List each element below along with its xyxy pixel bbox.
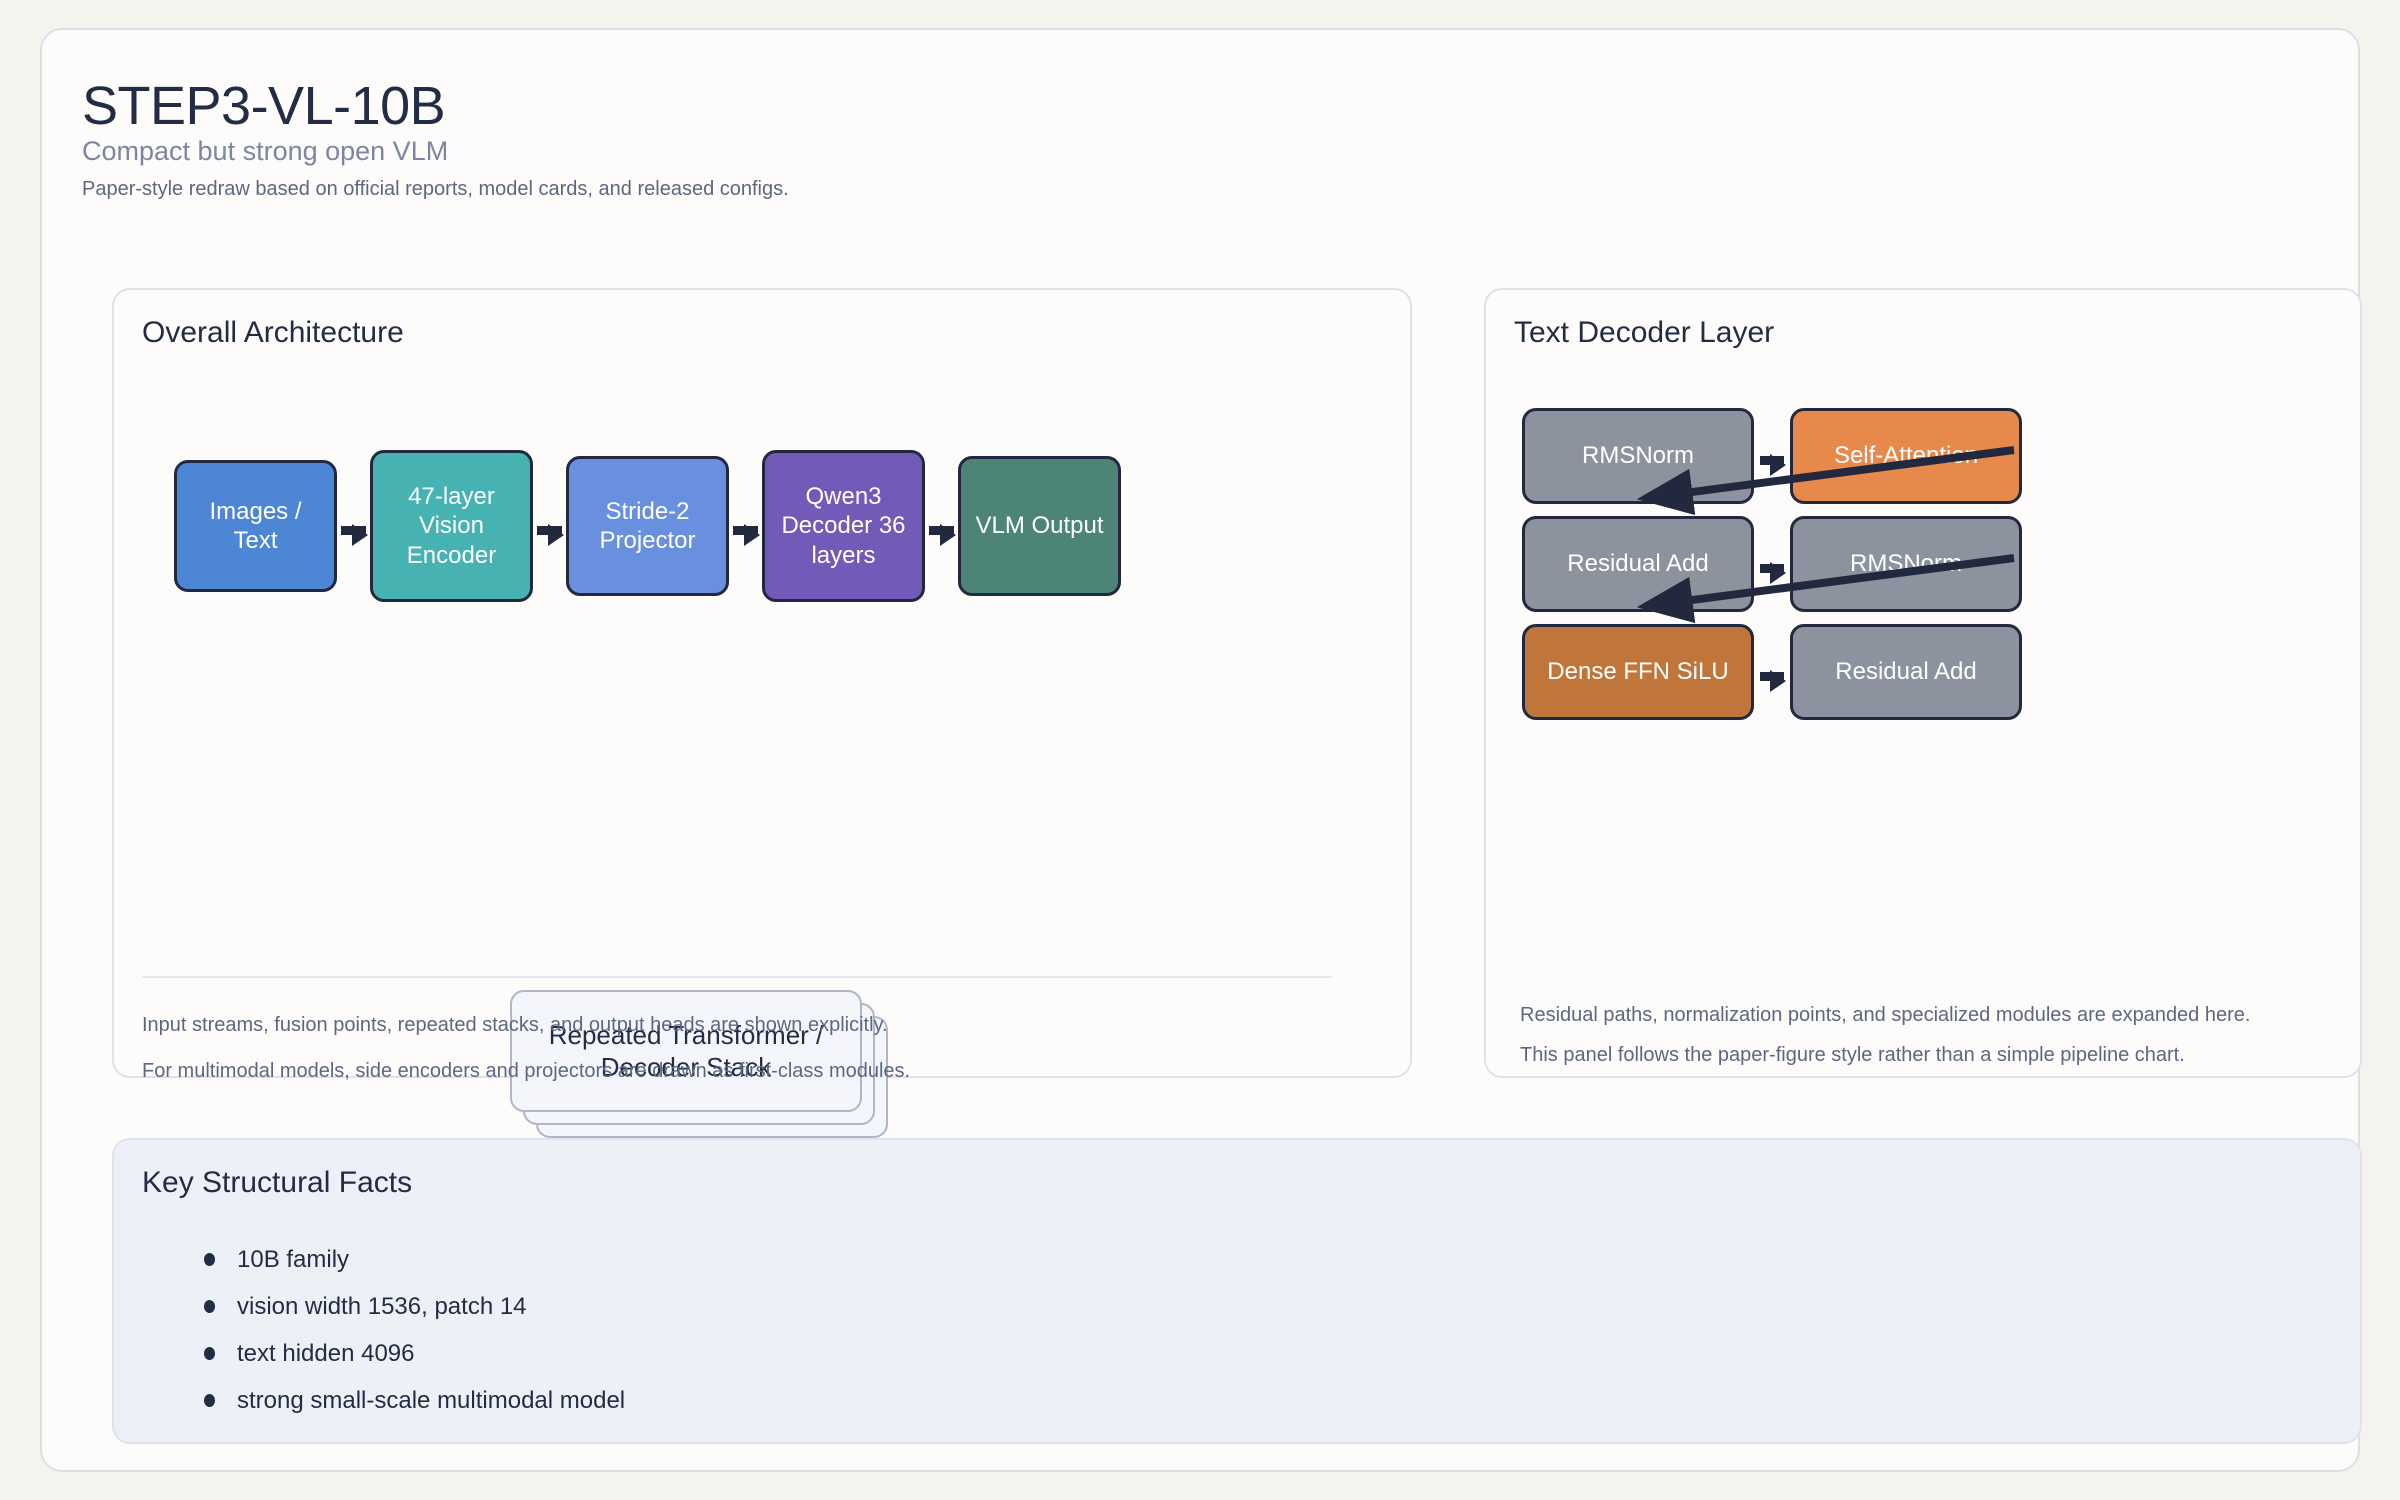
list-item: text hidden 4096 xyxy=(204,1330,625,1377)
decoder-block-rmsnorm-2[interactable]: RMSNorm xyxy=(1790,516,2022,612)
bullet-icon xyxy=(204,1300,215,1313)
decoder-block-dense-ffn-silu[interactable]: Dense FFN SiLU xyxy=(1522,624,1754,720)
decoder-block-residual-add-1[interactable]: Residual Add xyxy=(1522,516,1754,612)
pipeline-arrow-icon-4 xyxy=(929,524,956,546)
decoder-arrow-icon-row1 xyxy=(1760,454,1786,476)
repeated-stack-group[interactable]: Repeated Transformer /Decoder Stack xyxy=(510,990,910,1150)
bullet-icon xyxy=(204,1347,215,1360)
page-title: STEP3-VL-10B xyxy=(82,76,446,136)
key-structural-facts-panel: Key Structural Facts 10B family vision w… xyxy=(112,1138,2362,1444)
list-item: strong small-scale multimodal model xyxy=(204,1377,625,1424)
left-panel-note-1: Input streams, fusion points, repeated s… xyxy=(142,1014,888,1036)
pipeline-node-vlm-output[interactable]: VLM Output xyxy=(958,456,1121,596)
decoder-block-self-attention[interactable]: Self-Attention xyxy=(1790,408,2022,504)
facts-list: 10B family vision width 1536, patch 14 t… xyxy=(204,1236,625,1424)
page-subtitle: Compact but strong open VLM xyxy=(82,135,449,166)
bullet-icon xyxy=(204,1394,215,1407)
overall-architecture-panel: Overall Architecture Images / Text 47-la… xyxy=(112,288,1412,1138)
fact-label: 10B family xyxy=(237,1245,350,1273)
page-lede: Paper-style redraw based on official rep… xyxy=(82,178,789,201)
key-structural-facts-title: Key Structural Facts xyxy=(142,1166,413,1199)
decoder-block-rmsnorm-1[interactable]: RMSNorm xyxy=(1522,408,1754,504)
list-item: 10B family xyxy=(204,1236,625,1283)
fact-label: vision width 1536, patch 14 xyxy=(237,1292,527,1320)
overall-architecture-title: Overall Architecture xyxy=(142,316,404,349)
text-decoder-layer-title: Text Decoder Layer xyxy=(1514,316,1775,349)
page-frame: STEP3-VL-10B Compact but strong open VLM… xyxy=(40,28,2362,1472)
decoder-block-residual-add-2[interactable]: Residual Add xyxy=(1790,624,2022,720)
pipeline-arrow-icon-3 xyxy=(733,524,760,546)
text-decoder-layer-panel: Text Decoder Layer RMSNorm Self-Attentio… xyxy=(1484,288,2362,1078)
right-panel-note-1: Residual paths, normalization points, an… xyxy=(1520,1004,2251,1026)
left-panel-divider xyxy=(142,976,1332,978)
left-panel-note-2: For multimodal models, side encoders and… xyxy=(142,1060,911,1082)
page-header: STEP3-VL-10B Compact but strong open VLM… xyxy=(82,76,789,201)
bullet-icon xyxy=(204,1253,215,1266)
right-panel-note-2: This panel follows the paper-figure styl… xyxy=(1520,1044,2185,1066)
fact-label: text hidden 4096 xyxy=(237,1339,415,1367)
decoder-arrow-icon-row3 xyxy=(1760,670,1786,692)
pipeline-arrow-icon-2 xyxy=(537,524,564,546)
pipeline-node-images-text[interactable]: Images / Text xyxy=(174,460,337,592)
list-item: vision width 1536, patch 14 xyxy=(204,1283,625,1330)
repeated-stack-card-front: Repeated Transformer /Decoder Stack xyxy=(510,990,862,1112)
fact-label: strong small-scale multimodal model xyxy=(237,1386,626,1414)
decoder-arrow-icon-row2 xyxy=(1760,562,1786,584)
pipeline-arrow-icon-1 xyxy=(341,524,368,546)
